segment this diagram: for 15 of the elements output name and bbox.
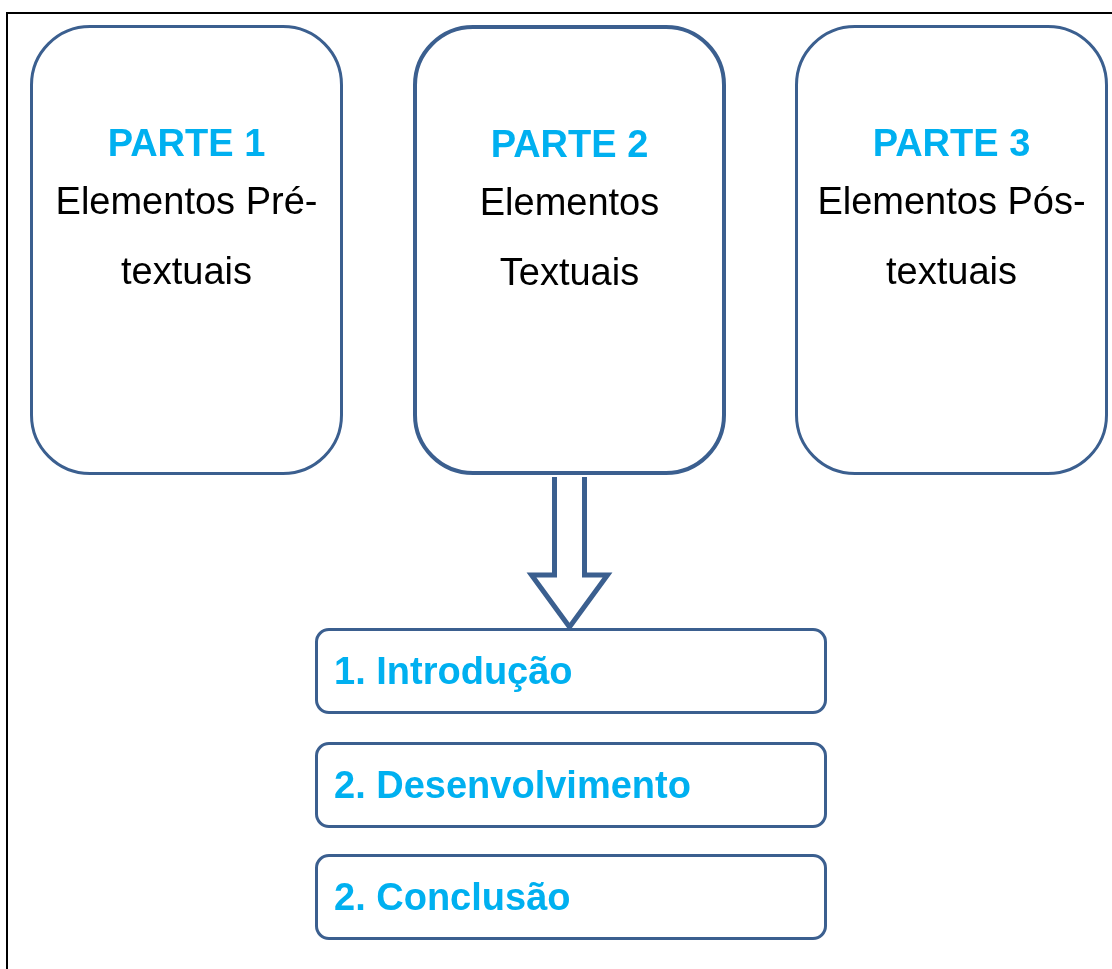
part-box	[30, 25, 343, 475]
part-title: PARTE 2	[490, 122, 649, 167]
part-box	[795, 25, 1108, 475]
section-box	[315, 854, 827, 940]
part-title: PARTE 1	[107, 121, 266, 166]
part-box	[413, 25, 726, 475]
part-description: Elementos Textuais	[478, 180, 661, 295]
section-title: 2. Desenvolvimento	[334, 762, 691, 808]
section-title: 2. Conclusão	[334, 874, 571, 920]
section-box	[315, 742, 827, 828]
part-title: PARTE 3	[872, 121, 1031, 166]
part-description: Elementos Pós-textuais	[816, 179, 1087, 294]
section-title: 1. Introdução	[334, 648, 573, 694]
part-description: Elementos Pré-textuais	[54, 179, 319, 294]
section-box	[315, 628, 827, 714]
